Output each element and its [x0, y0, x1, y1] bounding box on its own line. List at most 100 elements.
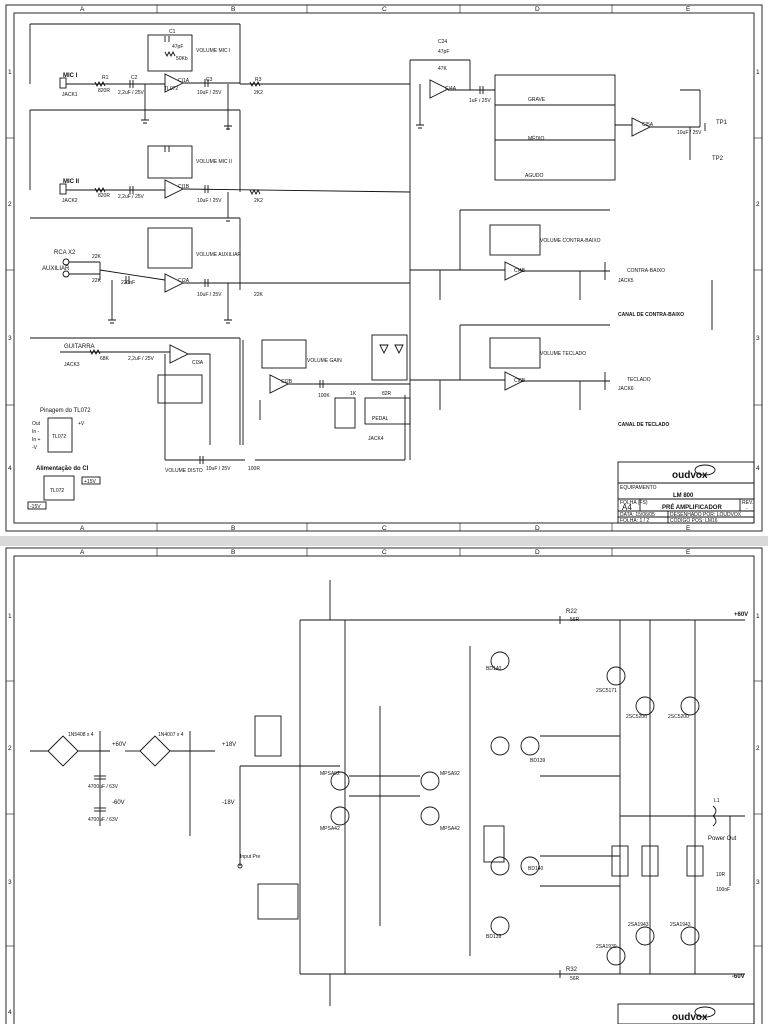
grid-row-2-left: 2	[8, 201, 12, 208]
title-block-sheet2	[617, 1003, 755, 1024]
label-pin-in-plus: In +	[32, 437, 41, 443]
label-r21-value: 1K	[350, 391, 357, 397]
label-minus60-rail: -60V	[732, 974, 745, 980]
grid-col-d-top: D	[535, 6, 540, 13]
grid2-row-1-left: 1	[8, 613, 12, 620]
label-c20-value: 100nF	[716, 887, 730, 893]
label-r6-value: 820R	[98, 193, 110, 199]
label-c24-value: 47pF	[438, 49, 449, 55]
label-r4-value: 47K	[438, 66, 448, 72]
grid-col-b-top: B	[231, 6, 235, 13]
label-l1: L1	[714, 798, 720, 804]
grid-col-e-top: E	[686, 6, 691, 13]
label-volume-gain: VOLUME GAIN	[307, 358, 342, 364]
label-pin-out: Out	[32, 421, 41, 427]
label-pin-in-minus: In -	[32, 429, 40, 435]
label-bridge1: 1N5408 x 4	[68, 732, 94, 738]
label-2sa1943-b: 2SA1943	[670, 922, 691, 928]
schematic-sheet-power-amp: A B C D E 1 2 3 4 1 2 3 R22 56R +60V R32…	[0, 546, 768, 1024]
input-stage	[237, 706, 440, 926]
pinout-chip	[47, 417, 73, 453]
label-r12-value: 22K	[254, 292, 264, 298]
grid2-row-3-right: 3	[756, 879, 760, 886]
title-date: DATA: 15/06/05	[620, 512, 655, 518]
label-bd140-b: BD140	[528, 866, 544, 872]
label-r32-value-sheet2: 56R	[570, 976, 580, 982]
label-bd139-b: BD139	[486, 934, 502, 940]
grid-row-4-right: 4	[756, 465, 760, 472]
label-p60: +60V	[112, 742, 126, 748]
label-m60: -60V	[112, 800, 125, 806]
grid2-row-4-left: 4	[8, 1009, 12, 1016]
label-pin-plus-v: +V	[78, 421, 85, 427]
label-2sc5200-b: 2SC5200	[668, 714, 689, 720]
label-ci2a: CI2A	[178, 278, 190, 284]
mic1-channel	[29, 23, 410, 130]
label-r9-value: 22K	[92, 254, 102, 260]
label-c3: C3	[206, 77, 213, 83]
preamp-schematic-drawing: A B C D E A B C D E 1 2 3 4 1 2 3 4 MIC …	[5, 4, 763, 532]
label-jack1: JACK1	[62, 92, 78, 98]
label-teclado: TECLADO	[627, 377, 651, 383]
mic2-channel	[29, 109, 411, 222]
grid-col-c-bottom: C	[382, 525, 387, 532]
label-ci3a: CI3A	[192, 360, 204, 366]
label-volume-teclado: VOLUME TECLADO	[540, 351, 586, 357]
grid-row-1-right: 1	[756, 69, 760, 76]
label-jack4: JACK4	[368, 436, 384, 442]
schematic-sheet-preamp: A B C D E A B C D E 1 2 3 4 1 2 3 4 MIC …	[0, 0, 768, 536]
title-sheet-size-label: FOLHA (FS)	[620, 500, 648, 506]
label-c10-value: 2,2uF / 25V	[128, 356, 155, 362]
gain-stage	[242, 334, 411, 445]
label-r14-value: 68K	[100, 356, 110, 362]
label-aux: AUXILIAR	[42, 266, 70, 272]
label-ci5a: CI5A	[642, 122, 654, 128]
title-brand-sheet2: oudvox	[672, 1012, 708, 1023]
label-ci4a: CI4A	[445, 86, 457, 92]
guitar-channel	[30, 337, 406, 464]
label-mpsa42-a: MPSA42	[320, 826, 340, 832]
label-mic1: MIC I	[63, 73, 78, 79]
title-page: FOLHA: 1 / 2	[620, 518, 649, 524]
label-c2: C2	[131, 75, 138, 81]
label-mpsa92-b: MPSA92	[440, 771, 460, 777]
label-jack6: JACK6	[618, 386, 634, 392]
label-pinout-title: Pinagem do TL072	[40, 408, 91, 414]
label-mic2: MIC II	[63, 179, 79, 185]
grid-row-3-right: 3	[756, 335, 760, 342]
label-medio: MÉDIO	[528, 135, 545, 142]
mixer-tone-section	[409, 59, 706, 460]
grid2-col-a: A	[80, 549, 85, 556]
label-ci4b: CI4B	[514, 268, 526, 274]
label-r33-value: 10R	[716, 872, 726, 878]
grid-row-1-left: 1	[8, 69, 12, 76]
label-grave: GRAVE	[528, 97, 546, 103]
label-ci1b: CI1B	[178, 184, 190, 190]
label-m18: -18V	[222, 800, 235, 806]
label-volume-mic1: VOLUME MIC I	[196, 48, 230, 54]
label-c15-value: 100R	[248, 466, 260, 472]
title-drawing-title: PRÉ AMPLIFICADOR	[662, 503, 722, 511]
label-volume-aux: VOLUME AUXILIAR	[196, 252, 241, 258]
title-rev-label: REV.	[742, 500, 753, 506]
grid-row-3-left: 3	[8, 335, 12, 342]
grid2-row-2-right: 2	[756, 745, 760, 752]
title-brand: oudvox	[672, 470, 708, 481]
label-bd140: BD140	[486, 666, 502, 672]
label-jack5: JACK5	[618, 278, 634, 284]
title-equipment: LM 800	[673, 493, 694, 499]
label-bd139: BD139	[530, 758, 546, 764]
label-r3: R3	[255, 77, 262, 83]
supply-rails	[299, 580, 745, 1006]
label-c14-value: 10uF / 25V	[206, 466, 231, 472]
grid-col-e-bottom: E	[686, 525, 691, 532]
label-p18: +18V	[222, 742, 236, 748]
label-2sc5200-a: 2SC5200	[626, 714, 647, 720]
label-tp1: TP1	[716, 120, 728, 126]
grid2-col-d: D	[535, 549, 540, 556]
power-supply	[30, 731, 215, 836]
title-code: CÓDIGO POS: LM16	[670, 517, 718, 524]
label-c3-value: 10uF / 25V	[197, 90, 222, 96]
brand-logo-sheet2	[694, 1006, 716, 1018]
label-vol-dist: VOLUME DISTO	[165, 468, 203, 474]
